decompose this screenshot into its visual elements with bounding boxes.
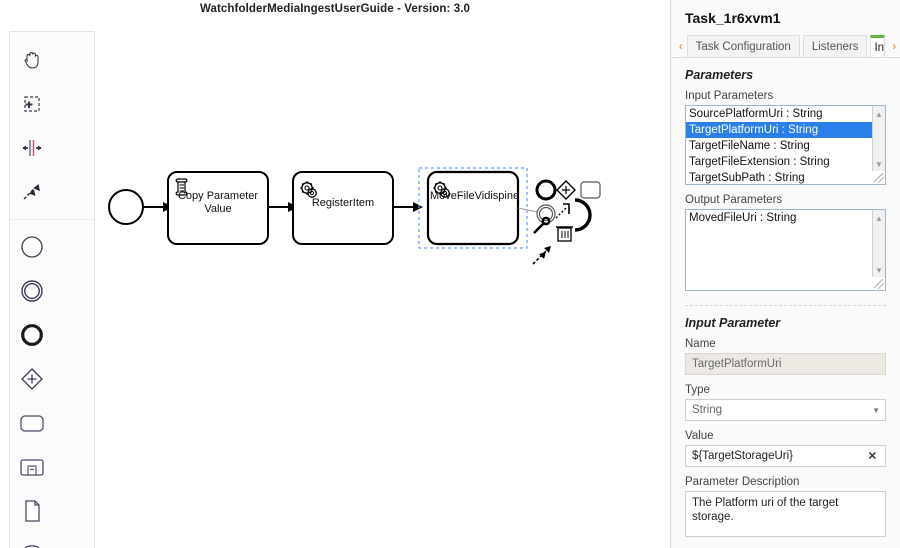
input-parameter-section: Input Parameter Name TargetPlatformUri T… — [671, 306, 900, 537]
parameters-heading: Parameters — [685, 68, 754, 82]
tab-task-configuration[interactable]: Task Configuration — [686, 35, 800, 57]
resize-grip[interactable] — [872, 277, 885, 290]
properties-tab-bar: ‹ Task Configuration Listeners In › — [671, 32, 900, 58]
service-task-icon-register-item — [300, 181, 317, 198]
list-item[interactable]: TargetSubPath : String — [689, 172, 805, 184]
connect-tool-icon[interactable] — [10, 170, 53, 214]
tab-scroll-right-icon[interactable]: › — [892, 39, 897, 53]
script-task-icon — [175, 178, 188, 196]
clear-icon[interactable]: ✕ — [867, 450, 877, 463]
list-item[interactable]: TargetFileExtension : String — [689, 156, 830, 168]
type-select-value: String — [692, 404, 723, 416]
lasso-tool-icon[interactable] — [10, 82, 53, 126]
context-pad-delete-icon[interactable] — [556, 226, 573, 242]
scroll-up-icon[interactable]: ▲ — [875, 213, 883, 223]
hand-tool-icon[interactable] — [10, 38, 53, 82]
output-parameters-scrollbar[interactable]: ▲ ▼ — [872, 210, 885, 290]
list-item[interactable]: SourcePlatformUri : String — [689, 108, 823, 120]
name-field[interactable]: TargetPlatformUri — [685, 353, 886, 375]
context-pad-append-intermediate-event[interactable] — [536, 204, 556, 224]
end-event-icon[interactable] — [10, 313, 53, 357]
context-pad-append-task[interactable] — [580, 181, 601, 199]
subprocess-icon[interactable] — [10, 445, 53, 489]
data-object-icon[interactable] — [10, 489, 53, 533]
palette-group-activities — [10, 401, 94, 548]
input-parameter-heading: Input Parameter — [685, 316, 781, 330]
bpmn-canvas[interactable]: Copy Parameter Value RegisterItem MoveFi… — [0, 18, 670, 548]
tab-listeners[interactable]: Listeners — [802, 35, 868, 57]
start-event-shape[interactable] — [108, 189, 144, 225]
context-pad-replace-icon[interactable] — [574, 198, 592, 232]
parameter-description-label: Parameter Description — [685, 476, 800, 488]
scroll-down-icon[interactable]: ▼ — [875, 265, 883, 275]
panel-divider — [670, 0, 671, 548]
output-parameters-listbox[interactable]: MovedFileUri : String ▲ ▼ — [685, 209, 886, 291]
task-icon[interactable] — [10, 401, 53, 445]
list-item[interactable]: TargetPlatformUri : String — [686, 122, 872, 138]
scroll-down-icon[interactable]: ▼ — [875, 159, 883, 169]
tab-scroll-left-icon[interactable]: ‹ — [678, 39, 683, 53]
bpmn-palette — [9, 31, 95, 548]
selection-outline — [418, 167, 528, 249]
value-field[interactable]: ${TargetStorageUri} ✕ — [685, 445, 886, 467]
list-item[interactable]: MovedFileUri : String — [689, 212, 797, 224]
palette-group-events — [10, 219, 94, 401]
type-label: Type — [685, 384, 710, 396]
gateway-icon[interactable] — [10, 357, 53, 401]
element-title: Task_1r6xvm1 — [685, 10, 781, 26]
window-title-bar: WatchfolderMediaIngestUserGuide - Versio… — [0, 0, 670, 18]
context-pad-append-gateway[interactable] — [556, 180, 576, 200]
input-parameters-label: Input Parameters — [685, 90, 774, 102]
scroll-up-icon[interactable]: ▲ — [875, 109, 883, 119]
value-field-text: ${TargetStorageUri} — [692, 450, 794, 462]
page-title: WatchfolderMediaIngestUserGuide - Versio… — [199, 3, 470, 15]
type-select[interactable]: String ▼ — [685, 399, 886, 421]
tab-input-output[interactable]: In — [870, 35, 886, 57]
context-pad-append-end-event[interactable] — [535, 179, 557, 201]
bpmn-diagram — [108, 167, 601, 265]
name-label: Name — [685, 338, 716, 350]
context-pad-append-text-annotation[interactable] — [532, 246, 551, 265]
section-separator — [685, 305, 886, 306]
task-shape-copy-parameter-value[interactable] — [167, 171, 269, 245]
value-label: Value — [685, 430, 714, 442]
context-pad-connect[interactable] — [555, 203, 570, 219]
output-parameters-label: Output Parameters — [685, 194, 783, 206]
list-item[interactable]: TargetFileName : String — [689, 140, 810, 152]
input-parameters-scrollbar[interactable]: ▲ ▼ — [872, 106, 885, 184]
data-store-icon[interactable] — [10, 533, 53, 548]
context-pad-wrench-icon[interactable] — [533, 216, 551, 234]
service-task-icon-move-file-vidispine — [433, 181, 450, 198]
input-parameters-listbox[interactable]: SourcePlatformUri : String TargetPlatfor… — [685, 105, 886, 185]
palette-group-tools — [10, 38, 94, 214]
parameters-section: Parameters Input Parameters SourcePlatfo… — [671, 58, 900, 291]
space-tool-icon[interactable] — [10, 126, 53, 170]
resize-grip[interactable] — [872, 171, 885, 184]
start-event-icon[interactable] — [10, 225, 53, 269]
parameter-description-textarea[interactable]: The Platform uri of the target storage. — [685, 491, 886, 537]
intermediate-event-icon[interactable] — [10, 269, 53, 313]
properties-panel: Task_1r6xvm1 ‹ Task Configuration Listen… — [671, 0, 900, 548]
chevron-down-icon: ▼ — [872, 405, 880, 415]
